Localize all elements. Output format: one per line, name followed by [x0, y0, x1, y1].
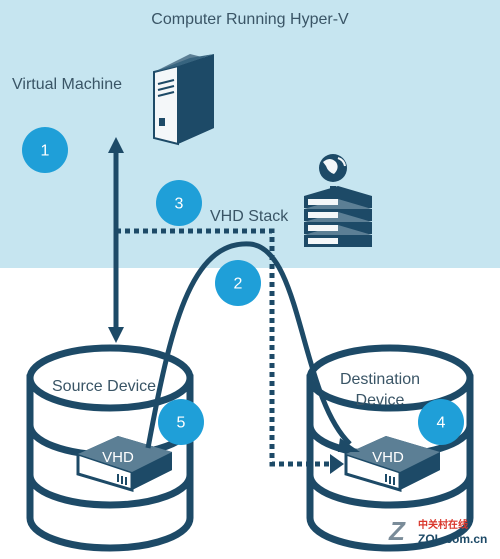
zol-watermark-logo: Z 中关村在线 ZOL.com.cn	[388, 516, 487, 546]
svg-text:Z: Z	[388, 516, 406, 546]
vhd-stack-label: VHD Stack	[210, 208, 289, 225]
destination-device-label-line2: Device	[356, 392, 405, 409]
virtual-machine-label: Virtual Machine	[12, 76, 122, 93]
step-3-badge: 3	[156, 180, 202, 226]
source-vhd-drive-icon: VHD	[76, 436, 172, 493]
destination-vhd-drive-icon: VHD	[344, 436, 440, 493]
step-1-badge: 1	[22, 127, 68, 173]
step-5-badge: 5	[158, 399, 204, 445]
hyperv-host-background	[0, 0, 500, 268]
migration-copy-curve	[145, 241, 352, 449]
destination-device-label-line1: Destination	[340, 371, 420, 388]
dotted-arrow-head	[330, 454, 344, 474]
server-tower-icon	[153, 54, 214, 146]
svg-text:ZOL.com.cn: ZOL.com.cn	[418, 532, 487, 546]
svg-text:3: 3	[175, 196, 184, 213]
step-4-badge: 4	[418, 399, 464, 445]
svg-text:中关村在线: 中关村在线	[418, 518, 468, 531]
svg-text:1: 1	[41, 143, 50, 160]
source-vhd-label: VHD	[102, 449, 134, 466]
step-2-badge: 2	[215, 260, 261, 306]
vhd-stack-dotted-path	[116, 228, 330, 467]
source-disk-cylinder-icon	[26, 344, 194, 552]
svg-text:2: 2	[234, 276, 243, 293]
globe-server-stack-icon	[304, 154, 372, 247]
copy-curve-arrow-head	[338, 438, 360, 452]
source-device-label: Source Device	[52, 378, 156, 395]
host-title: Computer Running Hyper-V	[151, 11, 349, 28]
svg-text:4: 4	[437, 415, 446, 432]
destination-vhd-label: VHD	[372, 449, 404, 466]
svg-text:5: 5	[177, 415, 186, 432]
